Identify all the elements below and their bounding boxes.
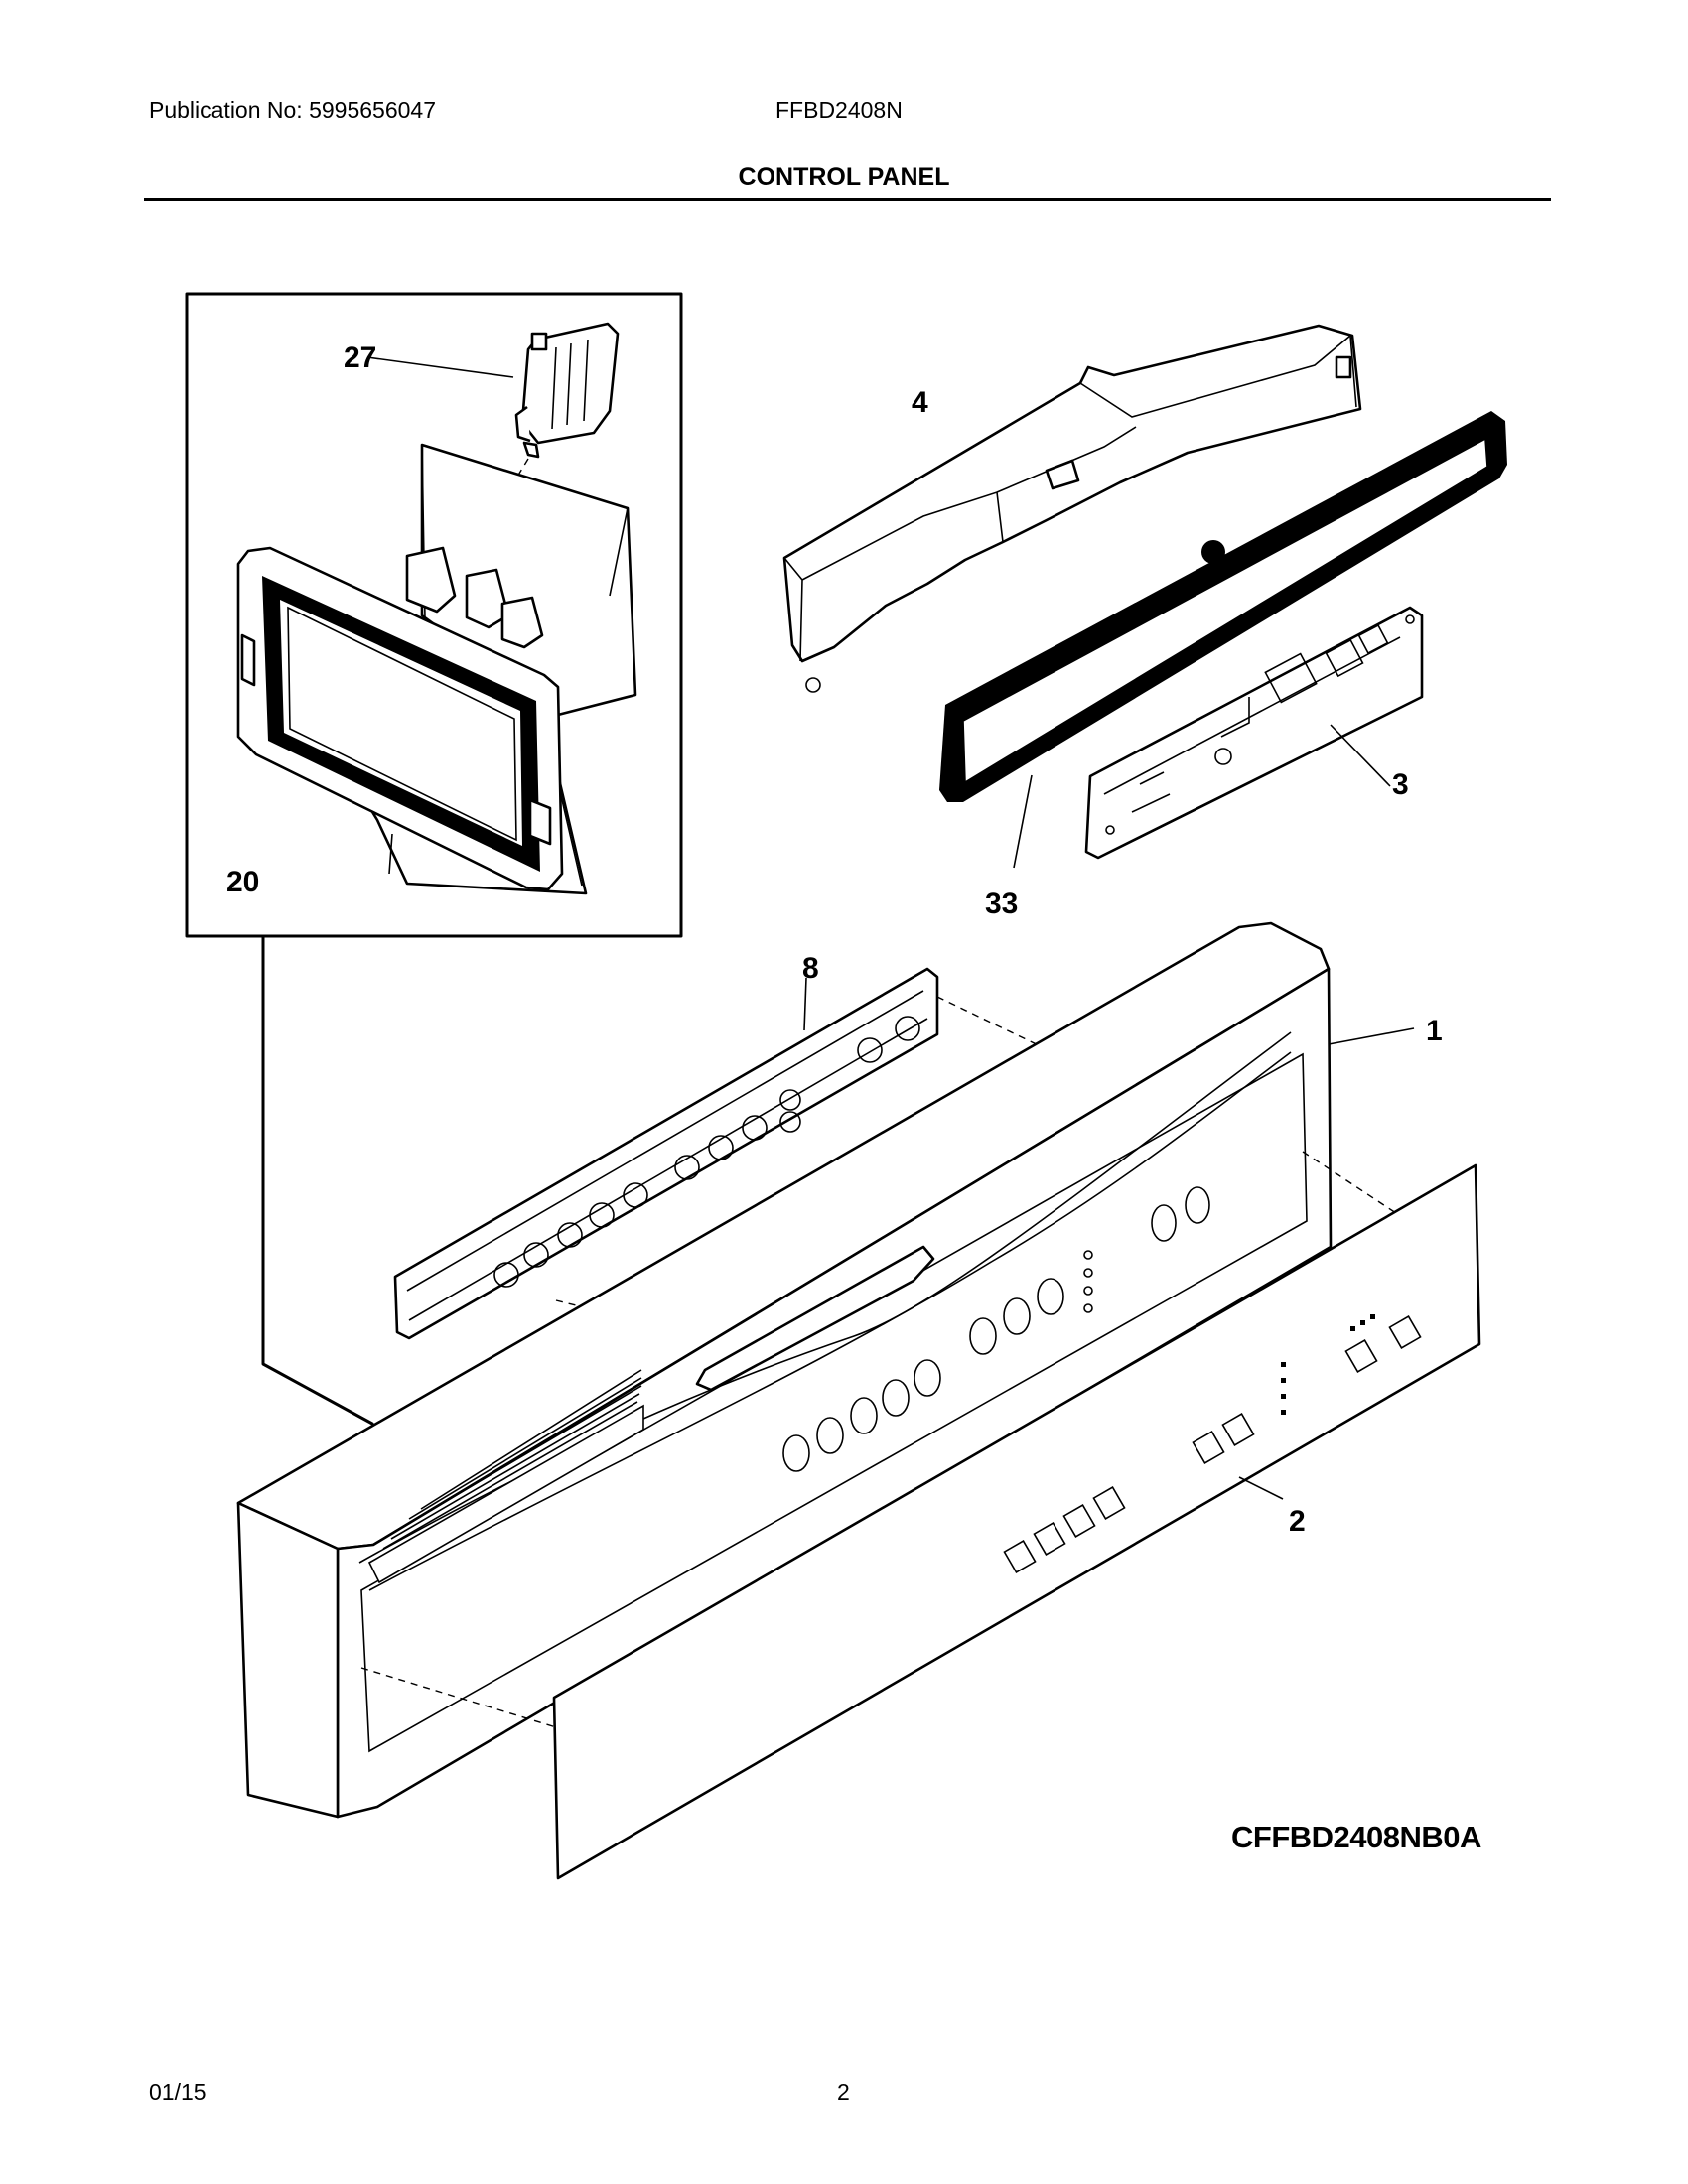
callout-27: 27 bbox=[344, 341, 376, 374]
drawing-code: CFFBD2408NB0A bbox=[1231, 1820, 1481, 1854]
footer-date: 01/15 bbox=[149, 2079, 207, 2105]
callout-2: 2 bbox=[1289, 1505, 1306, 1538]
part-1-console bbox=[236, 921, 1415, 1819]
callout-3: 3 bbox=[1392, 768, 1409, 801]
console-vent bbox=[367, 1369, 644, 1584]
callout-33: 33 bbox=[985, 887, 1018, 920]
publication-number: Publication No: 5995656047 bbox=[149, 97, 437, 123]
model-number: FFBD2408N bbox=[775, 97, 903, 123]
part-27-switch bbox=[366, 322, 620, 632]
page-title: CONTROL PANEL bbox=[738, 163, 950, 191]
part-3-control-board bbox=[1084, 606, 1424, 860]
part-20-dispenser bbox=[236, 443, 637, 895]
callout-4: 4 bbox=[912, 386, 928, 419]
callout-1: 1 bbox=[1426, 1015, 1443, 1047]
inset-detail-box bbox=[185, 292, 683, 1426]
part-33-gasket bbox=[939, 411, 1507, 869]
part-8-touchpad-board bbox=[393, 967, 1046, 1340]
part-2-overlay bbox=[552, 1163, 1481, 1880]
page-number: 2 bbox=[837, 2079, 850, 2105]
callout-20: 20 bbox=[226, 866, 259, 898]
header-rule bbox=[144, 198, 1551, 201]
callout-8: 8 bbox=[802, 952, 819, 985]
part-4-housing bbox=[782, 324, 1362, 693]
